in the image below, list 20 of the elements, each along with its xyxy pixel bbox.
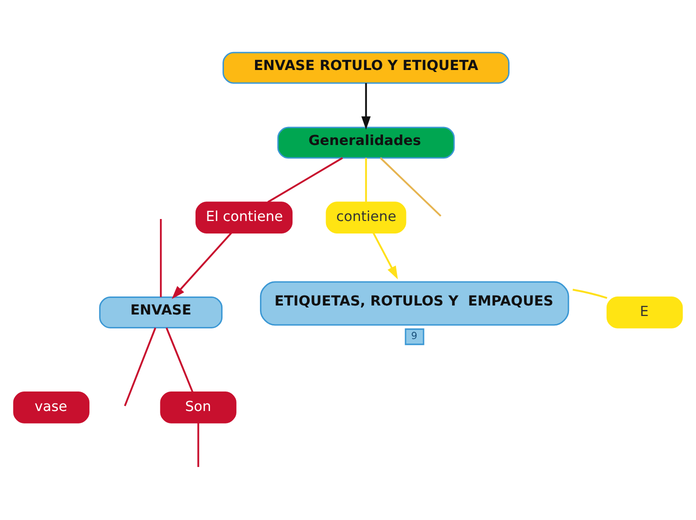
connector	[160, 218, 162, 297]
node-box: E	[606, 296, 683, 328]
node-box: contiene	[326, 201, 406, 233]
connector	[166, 327, 194, 392]
node-box: Generalidades	[277, 126, 455, 158]
arrow	[372, 232, 398, 279]
node-box: ENVASE	[99, 296, 223, 328]
connector	[365, 157, 367, 202]
connector	[267, 156, 343, 202]
connector	[124, 327, 156, 406]
node-box: El contiene	[196, 201, 293, 233]
arrow	[172, 232, 232, 298]
connector	[197, 422, 200, 466]
node-box: ENVASE ROTULO Y ETIQUETA	[222, 51, 510, 84]
node-box: Son	[160, 391, 236, 423]
arrow	[361, 82, 371, 130]
connector	[380, 156, 442, 216]
connector	[572, 288, 608, 298]
node-label: 9	[411, 330, 418, 342]
node-box: vase	[13, 391, 90, 423]
